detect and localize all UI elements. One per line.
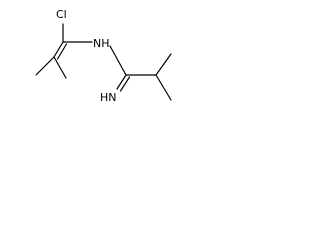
chemical-structure-diagram: Cl NH HN xyxy=(35,8,172,104)
bond-c2-methyl-left xyxy=(35,56,55,76)
bond-c3-imine-second xyxy=(119,76,131,92)
chlorine-label: Cl xyxy=(56,8,67,21)
bond-n-c3 xyxy=(109,45,127,76)
bond-c4-methyl-down xyxy=(155,74,172,101)
bond-c2-methyl-right xyxy=(53,56,67,79)
bond-c1-c2-second xyxy=(56,43,68,60)
bond-c4-methyl-up xyxy=(155,53,172,76)
bonds xyxy=(35,23,172,101)
amine-label: NH xyxy=(93,37,110,50)
bond-c1-c2 xyxy=(53,41,64,58)
atom-labels: Cl NH HN xyxy=(56,8,117,104)
imine-label: HN xyxy=(100,91,117,104)
bond-c3-imine xyxy=(116,74,127,90)
